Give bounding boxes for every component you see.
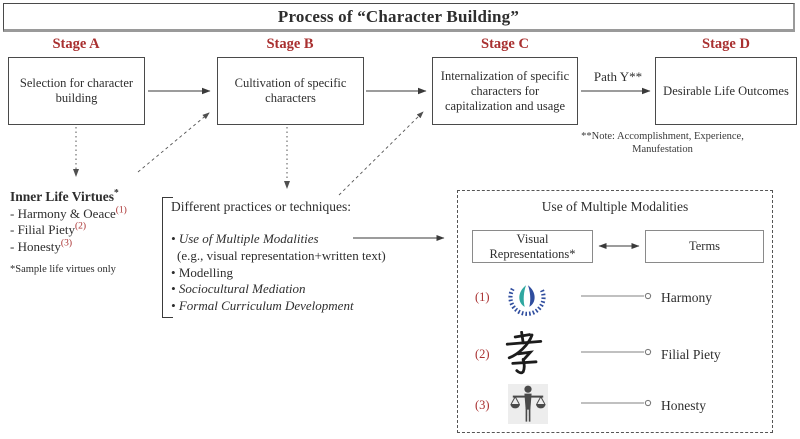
term-harmony: Harmony (661, 290, 712, 305)
practices-heading: Different practices or techniques: (171, 199, 352, 214)
practice-item-modalities: • Use of Multiple Modalities (171, 231, 319, 247)
stage-d-box: Desirable Life Outcomes (655, 57, 797, 125)
path-y-label: Path Y** (593, 69, 643, 84)
term-filial-piety: Filial Piety (661, 347, 721, 362)
virtue-item: - Filial Piety(2) (10, 222, 87, 238)
practice-item-curriculum: • Formal Curriculum Development (171, 297, 354, 313)
practices-block: Different practices or techniques: • Use… (171, 198, 443, 314)
virtues-heading: Inner Life Virtues* (10, 188, 119, 204)
inset-title: Use of Multiple Modalities (541, 199, 689, 214)
multiple-modalities-inset: Use of Multiple Modalities Visual Repres… (457, 190, 773, 433)
harmony-wreath-icon (508, 285, 546, 316)
note-line-2: Manufestation (632, 144, 693, 156)
scales-of-justice-icon (508, 384, 548, 424)
note-text: **Note: Accomplishment, Experience, Manu… (560, 130, 765, 156)
stage-c-box: Internalization of specific characters f… (432, 57, 578, 125)
practice-item-modalities-example: (e.g., visual representation+written tex… (177, 247, 386, 263)
stage-b-label: Stage B (266, 36, 314, 52)
row-number-1: (1) (475, 290, 490, 304)
practice-item-modelling: • Modelling (171, 264, 233, 280)
left-bracket (162, 197, 173, 318)
stage-b-box: Cultivation of specific characters (217, 57, 364, 125)
inner-life-virtues-block: Inner Life Virtues* - Harmony & Oeace(1)… (10, 188, 180, 277)
stage-c-label: Stage C (481, 36, 529, 52)
virtue-superscript-1: (1) (115, 205, 127, 216)
row-number-2: (2) (475, 347, 490, 361)
stage-d-label: Stage D (702, 36, 750, 52)
diagram-title-box: Process of “Character Building” (3, 3, 795, 32)
dashed-arrow-virtues-to-stageB (137, 112, 210, 173)
term-honesty: Honesty (661, 398, 706, 413)
note-line-1: **Note: Accomplishment, Experience, (581, 131, 744, 142)
filial-piety-character-icon (505, 331, 543, 375)
leader-line-harmony (581, 292, 652, 300)
virtue-item: - Honesty(3) (10, 239, 72, 255)
virtue-superscript-2: (2) (75, 222, 87, 233)
stage-a-box: Selection for character building (8, 57, 145, 125)
leader-line-filial-piety (581, 348, 652, 356)
virtue-superscript-3: (3) (60, 239, 72, 249)
terms-box: Terms (645, 230, 764, 263)
visual-representations-box: Visual Representations* (472, 230, 593, 263)
virtues-footnote: *Sample life virtues only (10, 264, 116, 276)
dashed-arrow-practices-to-stageC (338, 111, 424, 196)
diagram-title: Process of “Character Building” (277, 6, 520, 26)
virtues-heading-asterisk: * (114, 188, 119, 199)
stage-a-label: Stage A (52, 36, 100, 52)
leader-line-honesty (581, 399, 652, 407)
practice-item-sociocultural: • Sociocultural Mediation (171, 281, 306, 297)
row-number-3: (3) (475, 398, 490, 412)
virtue-item: - Harmony & Oeace(1) (10, 205, 127, 221)
